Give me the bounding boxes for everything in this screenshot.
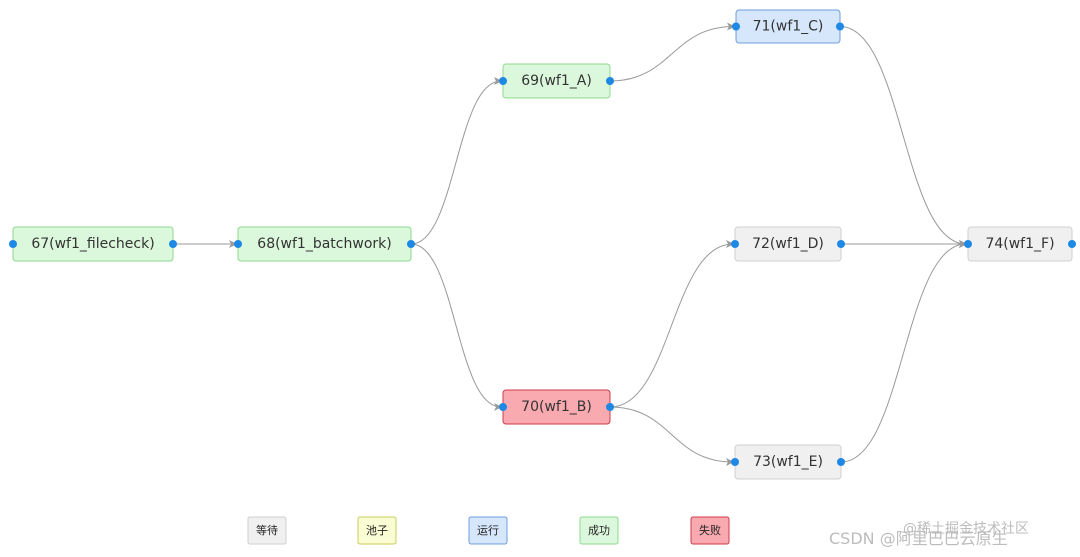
watermark-juejin-text: @稀土掘金技术社区	[903, 521, 1029, 537]
input-port-dot[interactable]	[499, 403, 507, 411]
edge-n70-to-n72	[609, 240, 734, 408]
edge-n68-to-n70	[410, 243, 502, 411]
task-node-label: 68(wf1_batchwork)	[257, 236, 391, 252]
legend-label: 成功	[588, 524, 610, 537]
legend-item-success: 成功	[579, 516, 619, 545]
legend-swatch	[357, 516, 397, 545]
task-node-68[interactable]: 68(wf1_batchwork)	[234, 226, 415, 262]
watermark: @稀土掘金技术社区 CSDN @阿里巴巴云原生	[829, 521, 1029, 548]
legend-item-waiting: 等待	[247, 516, 287, 545]
output-port-dot[interactable]	[169, 240, 177, 248]
task-node-72[interactable]: 72(wf1_D)	[731, 226, 845, 262]
legend-label: 运行	[477, 524, 499, 537]
task-node-74[interactable]: 74(wf1_F)	[964, 226, 1076, 262]
legend-swatch	[579, 516, 619, 545]
task-node-70[interactable]: 70(wf1_B)	[499, 389, 614, 425]
output-port-dot[interactable]	[606, 403, 614, 411]
legend-label: 池子	[366, 524, 388, 537]
legend-swatch	[247, 516, 287, 545]
task-node-label: 69(wf1_A)	[521, 73, 592, 89]
edge-n71-to-n74	[839, 26, 967, 248]
edge-n73-to-n74	[840, 240, 967, 463]
edges-layer	[173, 22, 967, 466]
output-port-dot[interactable]	[837, 458, 845, 466]
legend-label: 失败	[699, 523, 721, 537]
task-node-71[interactable]: 71(wf1_C)	[732, 9, 844, 44]
task-node-label: 74(wf1_F)	[985, 236, 1054, 252]
input-port-dot[interactable]	[732, 22, 740, 31]
task-node-label: 72(wf1_D)	[752, 236, 824, 252]
task-node-67[interactable]: 67(wf1_filecheck)	[9, 226, 177, 262]
input-port-dot[interactable]	[499, 77, 507, 85]
legend-swatch	[468, 516, 508, 545]
status-legend: 等待 池子 运行 成功 失败	[247, 516, 730, 545]
legend-item-failed: 失败	[690, 516, 730, 545]
task-node-69[interactable]: 69(wf1_A)	[499, 63, 614, 99]
output-port-dot[interactable]	[837, 240, 845, 248]
task-node-label: 71(wf1_C)	[753, 19, 824, 35]
watermark-csdn-text: CSDN @阿里巴巴云原生	[829, 529, 1008, 548]
input-port-dot[interactable]	[234, 240, 242, 248]
task-node-label: 70(wf1_B)	[521, 399, 592, 415]
output-port-dot[interactable]	[836, 22, 844, 31]
legend-swatch	[690, 516, 730, 545]
input-port-dot[interactable]	[731, 458, 739, 466]
nodes-layer: 67(wf1_filecheck) 68(wf1_batchwork) 69(wf1…	[9, 9, 1076, 480]
edge-n69-to-n71	[609, 22, 735, 82]
task-node-label: 73(wf1_E)	[753, 454, 823, 470]
edge-n70-to-n73	[609, 406, 734, 466]
legend-item-pool: 池子	[357, 516, 397, 545]
legend-item-running: 运行	[468, 516, 508, 545]
legend-label: 等待	[256, 523, 278, 537]
task-node-73[interactable]: 73(wf1_E)	[731, 444, 845, 480]
output-port-dot[interactable]	[606, 77, 614, 85]
output-port-dot[interactable]	[407, 240, 415, 248]
input-port-dot[interactable]	[731, 240, 739, 248]
edge-n68-to-n69	[410, 77, 502, 245]
input-port-dot[interactable]	[964, 240, 972, 248]
input-port-dot[interactable]	[9, 240, 17, 248]
task-node-label: 67(wf1_filecheck)	[31, 236, 154, 252]
output-port-dot[interactable]	[1068, 240, 1076, 248]
